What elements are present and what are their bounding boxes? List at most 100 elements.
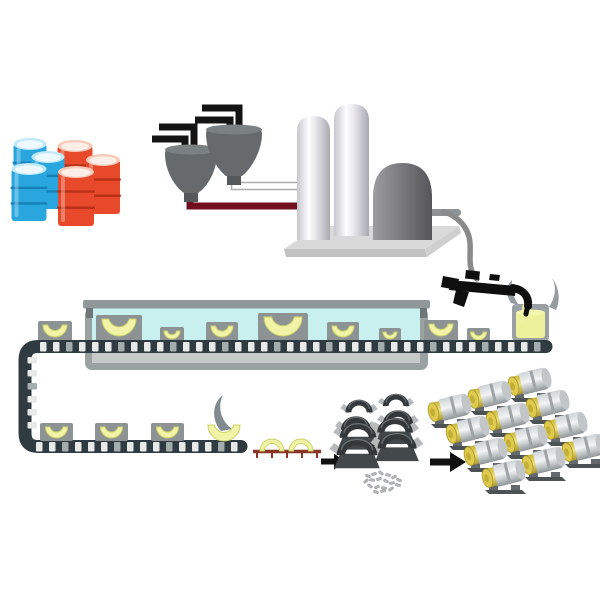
- liquid-surface: [516, 309, 545, 316]
- gun-barrel: [449, 280, 516, 296]
- belt-tread: [101, 442, 108, 452]
- gun-nozzle-tip: [523, 301, 531, 317]
- belt-tread: [66, 342, 73, 352]
- belt-tread: [105, 342, 112, 352]
- hopper-left-rim: [165, 144, 217, 155]
- mold: [467, 328, 490, 341]
- mold: [151, 423, 184, 441]
- cooling-piece: [259, 438, 285, 452]
- raw-material-barrels: [10, 138, 121, 226]
- cooling-piece: [288, 438, 314, 452]
- supply-hose: [441, 209, 480, 282]
- mold: [327, 322, 359, 341]
- belt-tread: [79, 342, 86, 352]
- belt-tread: [144, 342, 151, 352]
- belt-tread: [508, 342, 515, 352]
- molds-lower-run: [40, 395, 241, 442]
- hopper-right-rim: [206, 124, 262, 135]
- belt-tread: [183, 342, 190, 352]
- belt-tread: [534, 342, 541, 352]
- hopper-right: [206, 126, 262, 176]
- belt-tread: [75, 442, 82, 452]
- gun-sight: [489, 274, 500, 281]
- mold: [40, 423, 73, 441]
- belt-tread: [326, 342, 333, 352]
- belt-tread: [131, 342, 138, 352]
- cooling-rack: [253, 438, 321, 458]
- platform-front-face: [284, 249, 427, 257]
- oven-interior: [92, 308, 420, 346]
- belt-tread: [209, 342, 216, 352]
- fastener: [391, 474, 397, 480]
- belt-tread: [166, 442, 173, 452]
- belt-treads: [27, 342, 541, 452]
- mold: [379, 328, 401, 341]
- belt-tread: [443, 342, 450, 352]
- belt-tread: [88, 442, 95, 452]
- belt-tread: [127, 442, 134, 452]
- finished-motor: [481, 459, 526, 494]
- belt-tread: [205, 442, 212, 452]
- belt-tread: [521, 342, 528, 352]
- belt-tread: [153, 442, 160, 452]
- finished-motor: [561, 433, 600, 468]
- fastener: [381, 486, 387, 490]
- belt-tread: [27, 370, 37, 377]
- platform-right-face: [425, 226, 461, 257]
- hopper-spout: [184, 193, 198, 202]
- belt-tread: [179, 442, 186, 452]
- hopper-inlet-pipe: [202, 104, 243, 131]
- fastener: [373, 490, 379, 494]
- oven-tab-left: [86, 308, 93, 318]
- belt-tread: [27, 422, 37, 429]
- mold: [160, 327, 184, 341]
- splash-right: [549, 277, 559, 310]
- silo-tank-left: [297, 116, 330, 240]
- belt-tread: [36, 442, 43, 452]
- belt-tread: [456, 342, 463, 352]
- fastener: [365, 474, 371, 478]
- fastener: [363, 478, 369, 484]
- demolded-piece: [207, 424, 241, 442]
- belt-tread: [404, 342, 411, 352]
- belt-tread: [352, 342, 359, 352]
- belt-tread: [391, 342, 398, 352]
- molds-upper-run: [38, 313, 490, 341]
- dark-red-pipe: [186, 196, 312, 210]
- belt-tread: [482, 342, 489, 352]
- belt-tread: [222, 342, 229, 352]
- belt-tread: [287, 342, 294, 352]
- oven-top-bar: [83, 300, 430, 309]
- belt-tread: [27, 383, 37, 390]
- fastener: [371, 472, 377, 476]
- oven-lower-chamber: [92, 350, 420, 363]
- belt-tread: [140, 442, 147, 452]
- molded-part: [340, 399, 378, 415]
- belt-tread: [300, 342, 307, 352]
- belt-tread: [62, 442, 69, 452]
- mold: [206, 322, 238, 341]
- fastener: [389, 481, 395, 485]
- belt-tread: [430, 342, 437, 352]
- red-front-barrel: [57, 166, 95, 226]
- stacked-parts: [329, 393, 424, 469]
- belt-tread: [261, 342, 268, 352]
- hopper-inlet-pipe: [159, 123, 198, 149]
- mold: [424, 320, 458, 341]
- hopper-spout: [227, 176, 241, 185]
- molded-part: [377, 393, 415, 408]
- process-arrow-2: [430, 452, 466, 472]
- fastener: [383, 478, 389, 484]
- fastener: [378, 470, 384, 476]
- storage-tanks: [297, 104, 461, 240]
- belt-loop: [18, 340, 553, 453]
- belt-tread: [469, 342, 476, 352]
- belt-tread: [40, 342, 47, 352]
- belt-tread: [196, 342, 203, 352]
- molded-part: [329, 438, 385, 469]
- belt-tread: [114, 442, 121, 452]
- blue-front-barrel: [10, 163, 48, 221]
- fastener: [395, 483, 401, 487]
- fastener: [367, 483, 373, 489]
